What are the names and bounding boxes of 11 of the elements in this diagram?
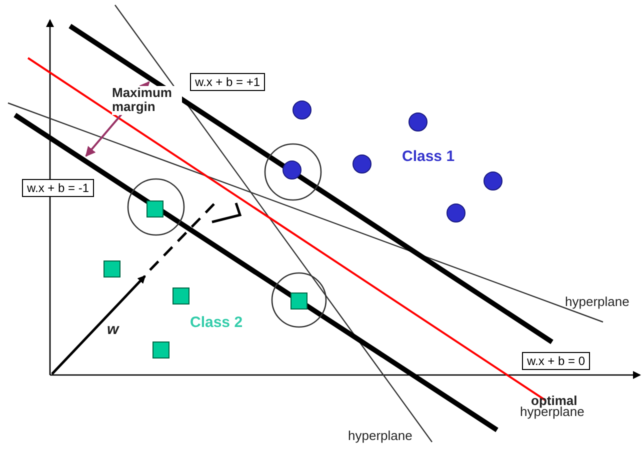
- margin-label: Maximum margin: [112, 86, 182, 115]
- class-label: Class 2: [190, 315, 243, 332]
- class-label: Class 1: [402, 149, 455, 166]
- vector-label: w: [107, 322, 119, 338]
- equation-label: w.x + b = +1: [190, 73, 266, 91]
- hyperplane-label: hyperplane: [565, 295, 630, 310]
- equation-label: w.x + b = 0: [522, 352, 590, 370]
- optimal-label: optimal: [531, 394, 578, 408]
- hyperplane-label: hyperplane: [520, 405, 584, 420]
- equation-label: w.x + b = -1: [22, 179, 94, 197]
- hyperplane-label: hyperplane: [348, 429, 412, 444]
